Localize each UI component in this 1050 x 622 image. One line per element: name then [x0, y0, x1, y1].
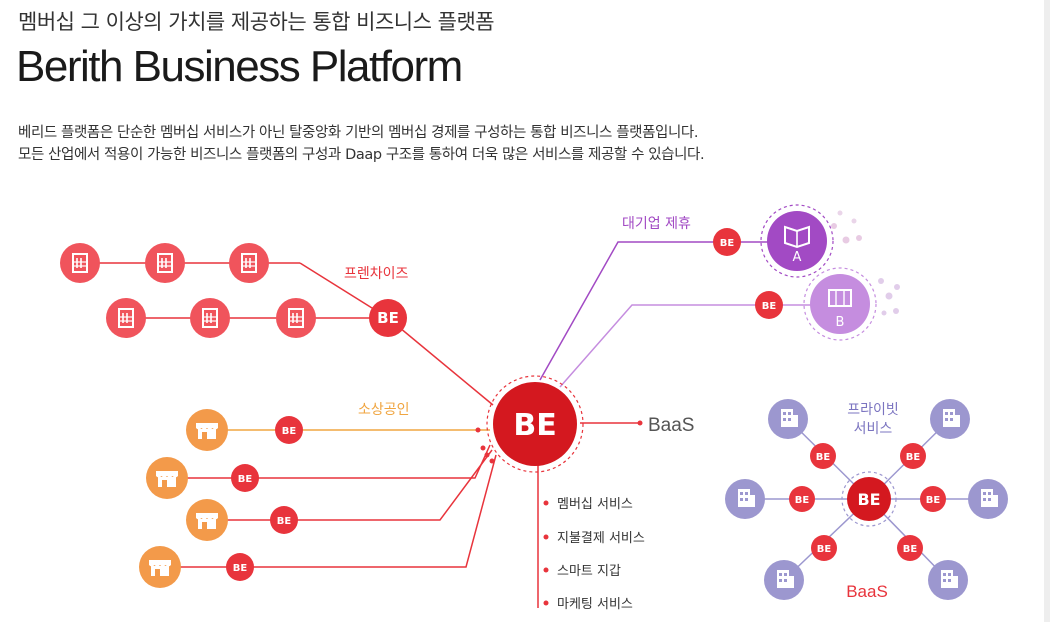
- small-business-be-node: BE: [231, 464, 259, 492]
- be-logo-icon: BE: [277, 516, 292, 527]
- private-be-node: BE: [789, 486, 815, 512]
- enterprise-label: 대기업 제휴: [622, 216, 691, 232]
- service-item: 마케팅 서비스: [557, 597, 633, 612]
- franchise-store-node: [229, 243, 269, 283]
- enterprise-be-node: BE: [713, 228, 741, 256]
- be-logo-icon: BE: [238, 474, 253, 485]
- be-logo-icon: BE: [377, 309, 399, 327]
- small-business-label: 소상공인: [358, 402, 410, 418]
- franchise-store-node: [276, 298, 316, 338]
- shop-icon: [156, 471, 178, 487]
- be-logo-icon: BE: [720, 238, 735, 249]
- be-logo-icon: BE: [857, 490, 880, 509]
- be-logo-icon: BE: [282, 426, 297, 437]
- private-service-node: [968, 479, 1008, 519]
- private-be-node: BE: [810, 443, 836, 469]
- private-service-node: [930, 399, 970, 439]
- franchise-row-1: [60, 243, 269, 283]
- private-be-node: BE: [897, 535, 923, 561]
- franchise-store-node: [60, 243, 100, 283]
- page-description: 베리드 플랫폼은 단순한 멤버십 서비스가 아닌 탈중앙화 기반의 멤버십 경제…: [18, 122, 705, 166]
- book-icon: [784, 225, 810, 249]
- baas-dot: [637, 420, 643, 426]
- enterprise-be-node: BE: [755, 291, 783, 319]
- shop-icon: [196, 423, 218, 439]
- private-service-node: [764, 560, 804, 600]
- be-logo-icon: BE: [513, 408, 556, 443]
- small-business-shop-node: [146, 457, 188, 499]
- description-line-1: 베리드 플랫폼은 단순한 멤버십 서비스가 아닌 탈중앙화 기반의 멤버십 경제…: [18, 125, 699, 141]
- franchise-store-node: [190, 298, 230, 338]
- scrollbar-edge: [1044, 0, 1050, 622]
- page-title: Berith Business Platform: [16, 42, 463, 91]
- franchise-store-node: [145, 243, 185, 283]
- be-logo-icon: BE: [233, 563, 248, 574]
- page-subtitle: 멤버십 그 이상의 가치를 제공하는 통합 비즈니스 플랫폼: [18, 10, 495, 34]
- service-item: 지불결제 서비스: [557, 531, 645, 546]
- small-business-shop-node: [186, 499, 228, 541]
- franchise-label: 프렌차이즈: [344, 266, 409, 282]
- private-baas-label: BaaS: [846, 582, 888, 601]
- private-label-line-2: 서비스: [854, 421, 893, 437]
- shop-icon: [196, 513, 218, 529]
- small-business-be-node: BE: [226, 553, 254, 581]
- private-service-node: [725, 479, 765, 519]
- services-list: 멤버십 서비스 지불결제 서비스 스마트 지갑 마케팅 서비스: [543, 497, 645, 612]
- be-logo-icon: BE: [795, 495, 810, 506]
- be-logo-icon: BE: [762, 301, 777, 312]
- be-logo-icon: BE: [906, 452, 921, 463]
- be-logo-icon: BE: [903, 544, 918, 555]
- baas-label: BaaS: [648, 415, 694, 436]
- service-item: 스마트 지갑: [557, 564, 621, 579]
- private-be-node: BE: [920, 486, 946, 512]
- decor-dots: [831, 210, 900, 316]
- private-service-node: [768, 399, 808, 439]
- office-icon: [828, 289, 852, 307]
- private-be-node: BE: [900, 443, 926, 469]
- private-label-line-1: 프라이빗: [847, 402, 899, 418]
- private-service-node: [928, 560, 968, 600]
- be-logo-icon: BE: [926, 495, 941, 506]
- be-logo-icon: BE: [817, 544, 832, 555]
- enterprise-a-letter: A: [793, 250, 802, 265]
- description-line-2: 모든 산업에서 적용이 가능한 비즈니스 플랫폼의 구성과 Daap 구조를 통…: [18, 147, 705, 163]
- franchise-hub-node: BE: [369, 299, 407, 337]
- small-business-shop-node: [186, 409, 228, 451]
- franchise-store-node: [106, 298, 146, 338]
- small-business-be-node: BE: [270, 506, 298, 534]
- service-item: 멤버십 서비스: [557, 497, 633, 512]
- enterprise-b-node: B: [803, 267, 877, 341]
- shop-icon: [149, 560, 171, 576]
- be-logo-icon: BE: [816, 452, 831, 463]
- small-business-shop-node: [139, 546, 181, 588]
- arrow-dots: [475, 427, 495, 464]
- small-business-be-node: BE: [275, 416, 303, 444]
- enterprise-a-node: A: [760, 204, 834, 278]
- franchise-row-2: [106, 298, 316, 338]
- private-hub: BE: [841, 471, 897, 527]
- private-be-node: BE: [811, 535, 837, 561]
- enterprise-b-letter: B: [836, 315, 845, 330]
- central-hub: BE: [486, 375, 584, 473]
